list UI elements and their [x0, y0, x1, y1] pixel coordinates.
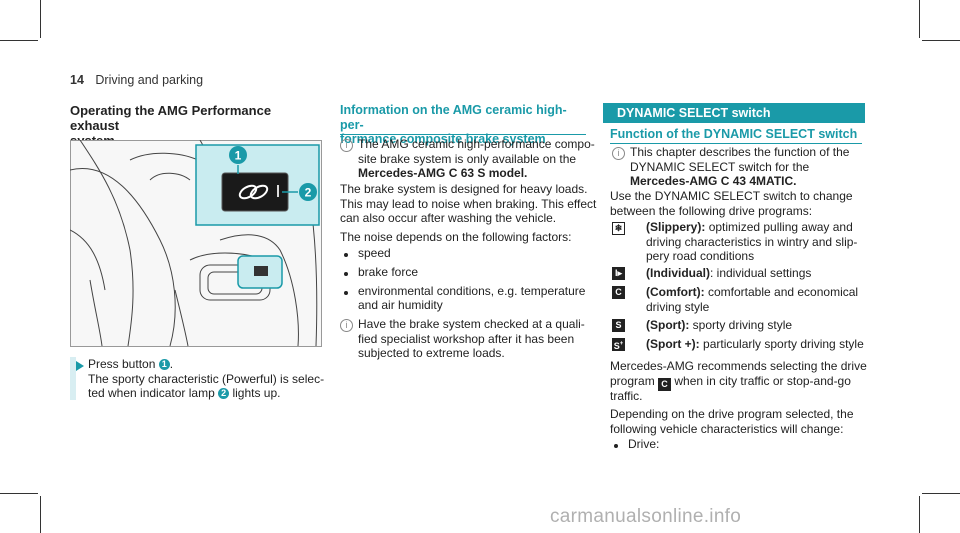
crop-mark: [919, 0, 920, 38]
program-label: (Comfort):: [646, 285, 705, 299]
page-header: 14 Driving and parking: [70, 73, 203, 87]
title-rule: [340, 134, 586, 135]
info-note: The AMG ceramic high-performance compo- …: [358, 137, 595, 181]
paragraph-line: when in city traffic or stop-and-go: [674, 373, 851, 388]
info-icon: i: [340, 319, 353, 332]
program-label: (Individual): [646, 266, 710, 280]
info-icon: i: [612, 147, 625, 160]
info-icon: i: [340, 139, 353, 152]
paragraph-line: Mercedes-AMG recommends selecting the dr…: [610, 359, 867, 373]
paragraph-line: Depending on the drive program selected,…: [610, 407, 854, 421]
paragraph-line: program: [610, 373, 655, 388]
list-item: speed: [358, 246, 391, 260]
step-text-line: Press button: [88, 357, 156, 371]
section-name: Driving and parking: [95, 73, 204, 87]
info-note: This chapter describes the function of t…: [630, 145, 860, 189]
step-sidebar: [70, 357, 76, 400]
list-item: brake force: [358, 265, 419, 279]
paragraph-line: can also occur after washing the vehicle…: [340, 211, 557, 225]
note-line: The AMG ceramic high-performance compo-: [358, 137, 595, 151]
crop-mark: [40, 0, 41, 38]
switch-paragraph: Use the DYNAMIC SELECT switch to change …: [610, 189, 862, 218]
title-line: Operating the AMG Performance exhaust: [70, 103, 272, 133]
paragraph-line: following vehicle characteristics will c…: [610, 421, 844, 436]
callout-2: 2: [305, 186, 312, 200]
note-line: fied specialist workshop after it has be…: [358, 331, 575, 346]
program-desc: sporty driving style: [692, 318, 793, 332]
individual-mode-icon: I▸: [612, 267, 625, 280]
program-desc: driving style: [646, 299, 710, 314]
comfort-mode-icon: C: [612, 286, 625, 299]
note-line: Have the brake system checked at a quali…: [358, 317, 585, 331]
console-illustration: 1 2: [70, 140, 322, 347]
bullet-dot: [344, 291, 348, 295]
note-line: subjected to extreme loads.: [358, 346, 505, 360]
step-text-line: ted when indicator lamp: [88, 386, 215, 400]
bullet-dot: [344, 272, 348, 276]
program-desc: particularly sporty driving style: [703, 337, 864, 351]
crop-mark: [922, 493, 960, 494]
paragraph-line: between the following drive programs:: [610, 203, 813, 218]
program-desc: : individual settings: [710, 266, 812, 280]
recommendation-paragraph: Mercedes-AMG recommends selecting the dr…: [610, 359, 867, 436]
info-note: Have the brake system checked at a quali…: [358, 317, 590, 361]
program-comfort: (Comfort): comfortable and economical dr…: [646, 285, 860, 314]
function-subtitle: Function of the DYNAMIC SELECT switch: [610, 127, 858, 141]
sport-mode-icon: S: [612, 319, 625, 332]
program-desc: driving characteristics in wintry and sl…: [646, 234, 858, 249]
title-rule: [610, 143, 862, 144]
note-line: site brake system is only available on t…: [358, 151, 577, 166]
crop-mark: [40, 496, 41, 533]
callout-1: 1: [235, 149, 242, 163]
section-banner: DYNAMIC SELECT switch: [603, 103, 865, 123]
slippery-mode-icon: ❄: [612, 222, 625, 235]
program-desc: comfortable and economical: [708, 285, 859, 299]
list-item: environmental conditions, e.g. temperatu…: [358, 284, 586, 298]
step-text: Press button 1. The sporty characteristi…: [88, 357, 328, 401]
paragraph-line: The noise depends on the following facto…: [340, 229, 572, 244]
program-slippery: (Slippery): optimized pulling away and d…: [646, 220, 860, 264]
program-sport: (Sport): sporty driving style: [646, 318, 792, 333]
list-item-continued: and air humidity: [358, 298, 443, 312]
callout-1-inline: 1: [158, 359, 170, 370]
list-item: Drive:: [628, 437, 660, 451]
program-individual: (Individual): individual settings: [646, 266, 811, 281]
program-label: (Slippery):: [646, 220, 706, 234]
note-line: Mercedes-AMG C 43 4MATIC.: [630, 174, 797, 188]
paragraph-line: This may lead to noise when braking. Thi…: [340, 196, 597, 211]
step-arrow-icon: [76, 361, 84, 371]
note-line: DYNAMIC SELECT switch for the: [630, 159, 810, 174]
bullet-dot: [614, 444, 618, 448]
watermark: carmanualsonline.info: [550, 506, 742, 527]
program-desc: optimized pulling away and: [708, 220, 853, 234]
sport-plus-mode-icon: S+: [612, 338, 625, 351]
program-sport-plus: (Sport +): particularly sporty driving s…: [646, 337, 864, 352]
step-text-line: lights up.: [232, 386, 281, 400]
step-text-line: The sporty characteristic (Powerful) is …: [88, 371, 325, 386]
step-text-line: .: [169, 357, 174, 371]
brake-info-title: Information on the AMG ceramic high-per-…: [340, 103, 590, 147]
paragraph-line: Use the DYNAMIC SELECT switch to change: [610, 189, 853, 203]
program-label: (Sport):: [646, 318, 690, 332]
bullet-dot: [344, 253, 348, 257]
brake-paragraph: The brake system is designed for heavy l…: [340, 182, 597, 244]
title-line: Information on the AMG ceramic high-per-: [340, 103, 567, 132]
program-desc: pery road conditions: [646, 249, 755, 263]
note-line: This chapter describes the function of t…: [630, 145, 850, 159]
crop-mark: [0, 40, 38, 41]
crop-mark: [0, 493, 38, 494]
comfort-mode-icon: C: [658, 377, 672, 391]
program-label: (Sport +):: [646, 337, 700, 351]
title-line: formance composite brake system: [340, 132, 546, 146]
crop-mark: [922, 40, 960, 41]
callout-2-inline: 2: [218, 388, 230, 399]
note-line: Mercedes-AMG C 63 S model.: [358, 166, 528, 180]
crop-mark: [919, 496, 920, 533]
paragraph-line: The brake system is designed for heavy l…: [340, 182, 588, 196]
paragraph-line: traffic.: [610, 388, 643, 403]
page-number: 14: [70, 73, 84, 87]
